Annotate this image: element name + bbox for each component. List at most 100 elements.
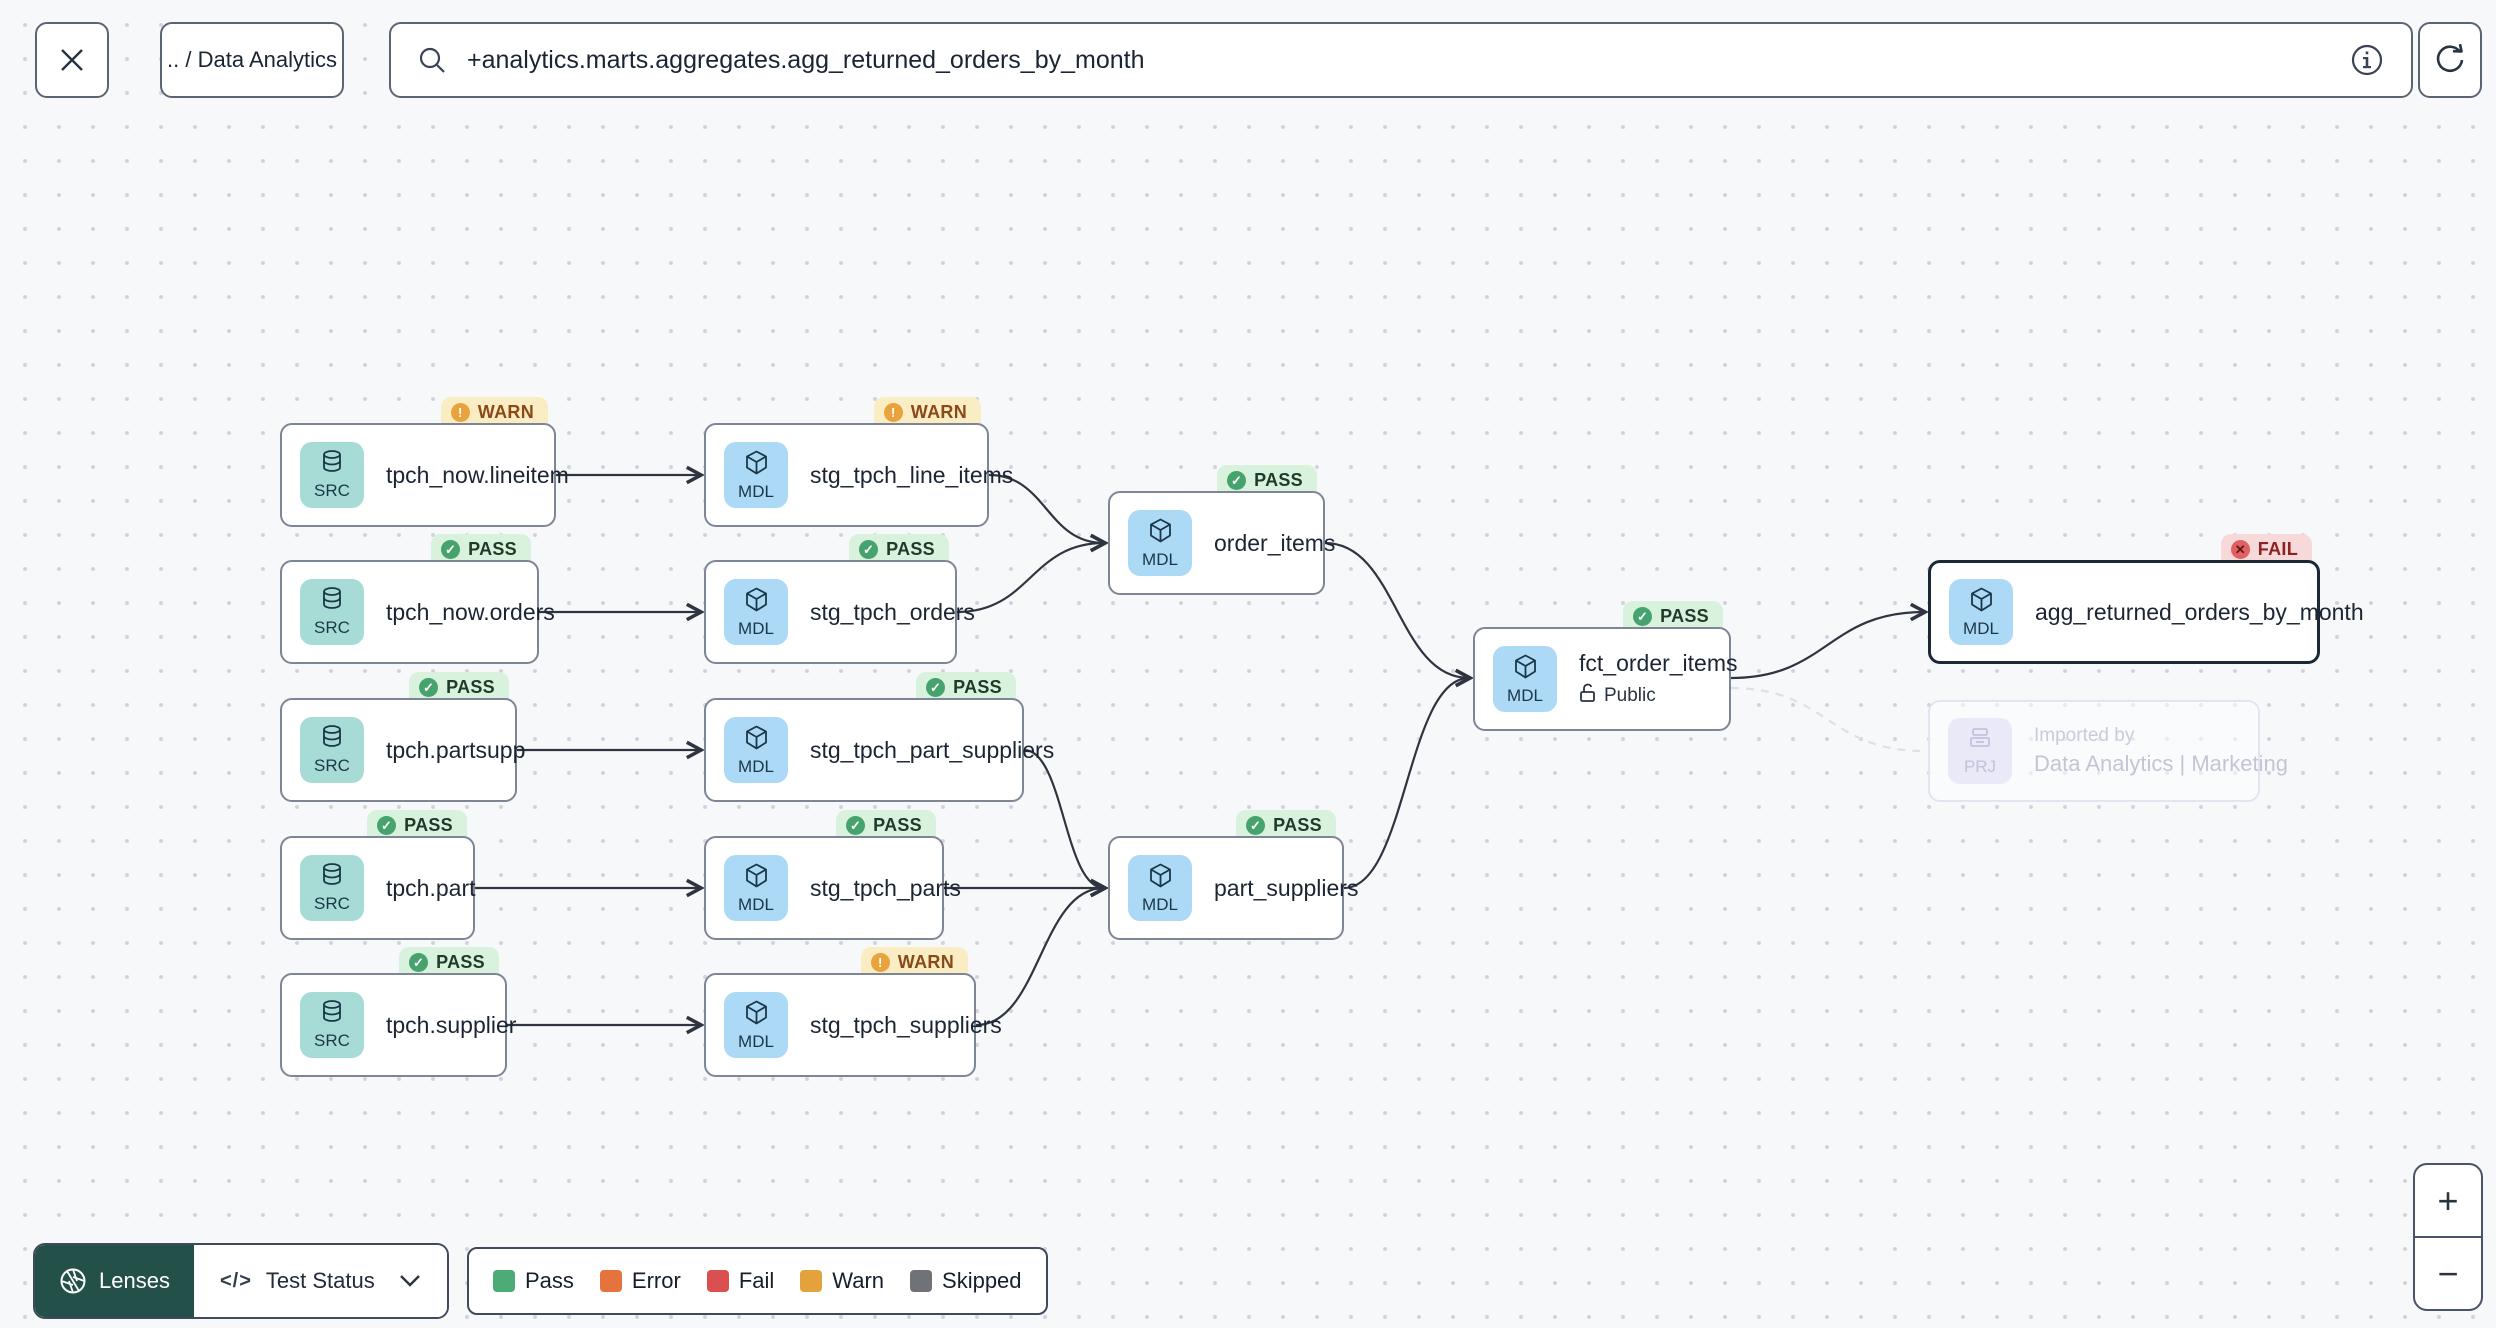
breadcrumb-label: .. / Data Analytics <box>167 47 337 72</box>
database-icon <box>319 862 345 893</box>
mdl-type-chip: MDL <box>1493 646 1557 712</box>
legend-item-error: Error <box>599 1268 681 1294</box>
database-icon <box>319 724 345 755</box>
mdl-type-chip: MDL <box>724 717 788 783</box>
info-icon[interactable] <box>2349 42 2385 78</box>
legend-item-fail: Fail <box>706 1268 774 1294</box>
legend-item-pass: Pass <box>493 1268 574 1294</box>
status-warn-icon: ! <box>883 403 903 422</box>
node-label: agg_returned_orders_by_month <box>2035 598 2364 625</box>
node-label: stg_tpch_part_suppliers <box>810 736 1055 763</box>
legend-item-skipped: Skipped <box>910 1268 1022 1294</box>
database-icon <box>319 449 345 480</box>
zoom-in-button[interactable]: + <box>2415 1165 2481 1236</box>
mdl-type-chip: MDL <box>1128 855 1192 921</box>
lineage-edge <box>1730 686 1925 753</box>
node-fct_order_items[interactable]: ✓PASS MDL fct_order_items Public <box>1473 601 1738 731</box>
node-label: tpch_now.lineitem <box>386 461 569 488</box>
status-pass-icon: ✓ <box>419 678 439 697</box>
status-pass-icon: ✓ <box>1246 816 1266 835</box>
mdl-type-chip: MDL <box>724 442 788 508</box>
database-icon <box>319 999 345 1030</box>
lenses-button[interactable]: Lenses <box>35 1245 194 1317</box>
node-label: order_items <box>1214 529 1336 556</box>
mdl-type-chip: MDL <box>724 579 788 645</box>
legend-swatch-error <box>599 1270 622 1292</box>
lenses-icon <box>60 1268 86 1294</box>
lenses-label: Lenses <box>99 1268 170 1293</box>
search-input[interactable] <box>467 45 2329 75</box>
node-card-agg_returned_orders_by_month[interactable]: MDL agg_returned_orders_by_month <box>1928 560 2364 664</box>
status-pass-icon: ✓ <box>377 816 397 835</box>
lineage-edge <box>975 878 1109 1027</box>
project-icon <box>1967 725 1993 756</box>
prj-type-chip: PRJ <box>1948 718 2012 784</box>
lineage-edge <box>1023 748 1109 898</box>
mdl-type-chip: MDL <box>724 855 788 921</box>
status-warn-icon: ! <box>870 953 890 972</box>
node-label: part_suppliers <box>1214 874 1359 901</box>
status-warn-icon: ! <box>450 403 470 422</box>
src-type-chip: SRC <box>300 992 364 1058</box>
cube-icon <box>1147 517 1174 549</box>
node-label: tpch.partsupp <box>386 736 526 763</box>
status-pass-icon: ✓ <box>1633 607 1653 626</box>
lens-selector[interactable]: </> Test Status <box>193 1245 447 1317</box>
node-label: tpch.part <box>386 874 476 901</box>
lineage-edge <box>956 533 1109 614</box>
plus-icon: + <box>2437 1179 2459 1221</box>
lens-control: Lenses </> Test Status <box>33 1243 449 1319</box>
node-card-part_suppliers[interactable]: MDL part_suppliers <box>1108 836 1358 940</box>
close-icon <box>61 49 83 71</box>
cube-icon <box>743 724 770 756</box>
cube-icon <box>743 449 770 481</box>
status-pass-icon: ✓ <box>1227 471 1247 490</box>
cube-icon <box>743 586 770 618</box>
refresh-button[interactable] <box>2418 22 2482 98</box>
search-bar[interactable] <box>389 22 2413 98</box>
mdl-type-chip: MDL <box>1949 579 2013 645</box>
cube-icon <box>1968 586 1995 618</box>
node-card-fct_order_items[interactable]: MDL fct_order_items Public <box>1473 627 1738 731</box>
search-icon <box>419 47 445 73</box>
status-pass-icon: ✓ <box>846 816 866 835</box>
legend-swatch-skipped <box>910 1270 933 1292</box>
code-icon: </> <box>219 1269 252 1292</box>
breadcrumb[interactable]: .. / Data Analytics <box>160 22 344 98</box>
node-label: stg_tpch_suppliers <box>810 1011 1002 1038</box>
zoom-out-button[interactable]: − <box>2415 1236 2481 1309</box>
legend-swatch-warn <box>800 1270 823 1292</box>
node-card-stg_tpch_part_suppliers[interactable]: MDL stg_tpch_part_suppliers <box>704 698 1054 802</box>
close-button[interactable] <box>35 22 109 98</box>
node-card-stg_tpch_line_items[interactable]: MDL stg_tpch_line_items <box>704 423 1013 527</box>
node-label: stg_tpch_line_items <box>810 461 1014 488</box>
chevron-down-icon <box>399 1275 420 1287</box>
lineage-edge <box>1343 668 1474 890</box>
